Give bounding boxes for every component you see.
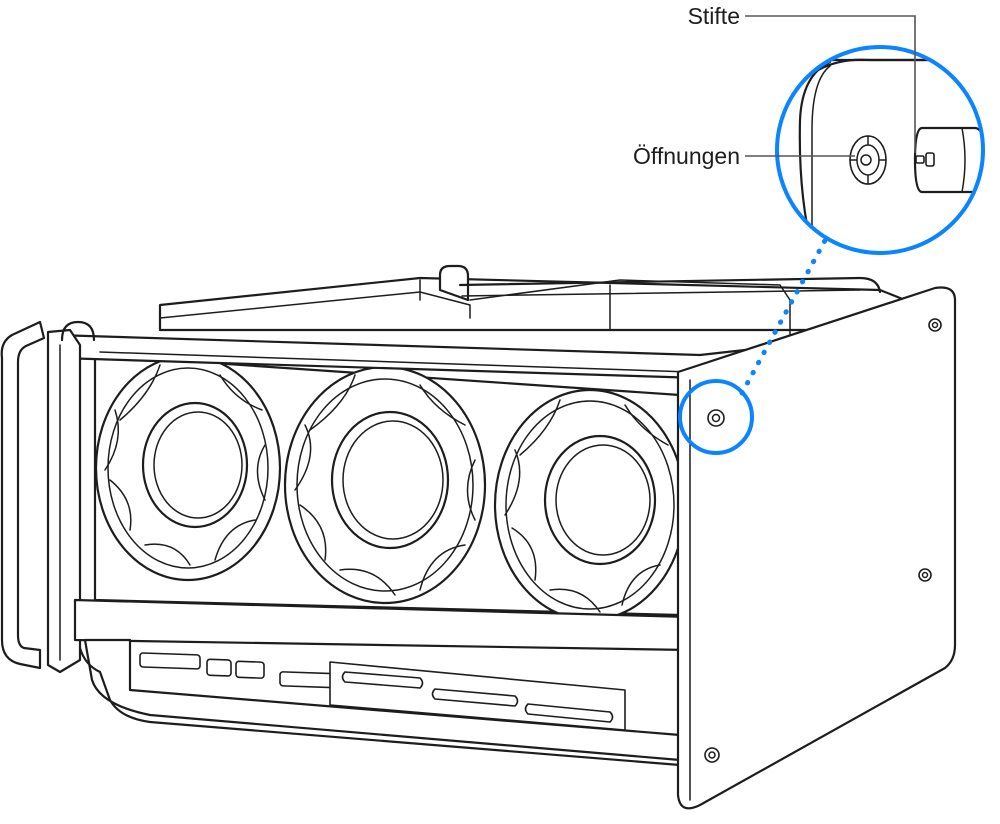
- panel-screw-highlighted: [707, 409, 725, 427]
- fan-1: [94, 354, 282, 582]
- callout-pins: Stifte: [688, 3, 916, 153]
- inset-highlight-ring: [775, 45, 985, 255]
- panel-screw-bottom-left: [704, 747, 720, 763]
- label-openings: Öffnungen: [633, 143, 740, 169]
- magnified-inset: [775, 45, 985, 255]
- inset-pin-assembly: [913, 126, 983, 194]
- label-pins: Stifte: [688, 3, 740, 29]
- highlight-connector-dots: [739, 232, 831, 396]
- panel-screw-bottom-right: [918, 568, 932, 582]
- fan-2: [283, 365, 487, 605]
- fan-3: [493, 388, 687, 622]
- callout-openings: Öffnungen: [633, 143, 855, 169]
- bottom-tray: [73, 598, 692, 767]
- highlight-small-ring: [678, 379, 754, 455]
- inset-opening: [849, 135, 887, 185]
- right-side-panel: [676, 286, 957, 810]
- panel-screw-top-right: [928, 318, 942, 332]
